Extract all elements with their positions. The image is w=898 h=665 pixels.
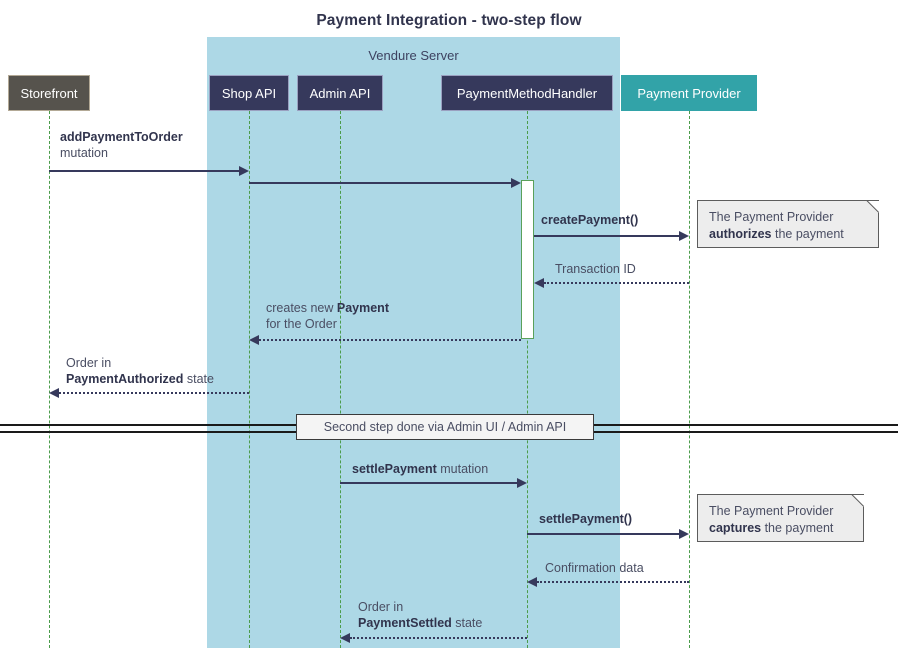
message-label-line2-plain: state [183,372,214,386]
message-arrow-creates-new-payment [259,339,521,341]
arrow-head-add-payment-to-order [239,166,249,176]
activation-bar-payment-method-handler [521,180,534,339]
arrow-head-settle-payment-call [679,529,689,539]
note-line-2: authorizes the payment [709,226,867,243]
message-label-plain: Transaction ID [555,262,636,276]
message-label-plain: mutation [436,462,489,476]
message-label-bold: createPayment() [541,213,639,227]
message-label-line1-plain: Order in [66,356,112,370]
note-line-1: The Payment Provider [709,210,834,224]
message-label-line2-bold: PaymentSettled [358,616,452,630]
group-label: Vendure Server [368,48,459,63]
message-arrow-shop-to-handler [249,182,511,184]
note-captures: The Payment Provider captures the paymen… [697,494,865,542]
message-label-settle-payment-call: settlePayment() [539,511,632,527]
group-box-vendure-server [207,37,620,648]
message-label-bold: settlePayment [352,462,437,476]
message-label-order-payment-settled: Order in PaymentSettled state [358,599,482,631]
note-line-2-bold: captures [709,521,762,535]
participant-label-payment-method-handler: PaymentMethodHandler [456,85,598,101]
participant-label-shop-api: Shop API [221,85,277,101]
participant-admin-api[interactable]: Admin API [297,75,383,111]
message-label-creates-new-payment: creates new Payment for the Order [266,300,389,332]
message-arrow-order-payment-authorized [59,392,249,394]
participant-label-payment-provider: Payment Provider [637,85,741,101]
message-arrow-transaction-id [544,282,689,284]
message-arrow-confirmation-data [537,581,689,583]
lifeline-payment-provider [689,111,690,648]
note-authorizes-body: The Payment Provider authorizes the paym… [697,200,879,248]
message-label-create-payment: createPayment() [541,212,638,228]
message-label-bold: addPaymentToOrder [60,130,183,144]
arrow-head-transaction-id [534,278,544,288]
arrow-head-create-payment [679,231,689,241]
message-label-plain: Confirmation data [545,561,644,575]
message-label-line2-bold: PaymentAuthorized [66,372,184,386]
note-authorizes: The Payment Provider authorizes the paym… [697,200,880,248]
message-label-line1-plain: Order in [358,600,404,614]
arrow-head-shop-to-handler [511,178,521,188]
page-title: Payment Integration - two-step flow [316,12,582,29]
message-label-line1-plain: creates new [266,301,337,315]
message-arrow-settle-payment-call [527,533,679,535]
lifeline-shop-api [249,111,250,648]
message-arrow-settle-payment-mutation [340,482,517,484]
message-label-bold: settlePayment() [539,512,633,526]
note-line-2-plain: the payment [771,227,844,241]
arrow-head-settle-payment-mutation [517,478,527,488]
arrow-head-confirmation-data [527,577,537,587]
note-captures-body: The Payment Provider captures the paymen… [697,494,864,542]
divider-label: Second step done via Admin UI / Admin AP… [296,414,594,440]
arrow-head-creates-new-payment [249,335,259,345]
message-label-confirmation-data: Confirmation data [545,560,644,576]
message-label-add-payment-to-order: addPaymentToOrder mutation [60,129,183,161]
message-label-line2-plain: for the Order [266,317,337,331]
participant-payment-method-handler[interactable]: PaymentMethodHandler [441,75,613,111]
message-arrow-add-payment-to-order [49,170,239,172]
message-label-line2-plain: state [451,616,483,630]
arrow-head-order-payment-authorized [49,388,59,398]
participant-label-admin-api: Admin API [309,85,371,101]
note-line-1: The Payment Provider [709,504,834,518]
note-line-2-plain: the payment [761,521,834,535]
participant-storefront[interactable]: Storefront [8,75,90,111]
note-line-2: captures the payment [709,520,852,537]
message-arrow-create-payment [534,235,679,237]
lifeline-payment-method-handler [527,111,528,648]
message-label-settle-payment-mutation: settlePayment mutation [352,461,488,477]
lifeline-admin-api [340,111,341,648]
message-label-order-payment-authorized: Order in PaymentAuthorized state [66,355,214,387]
arrow-head-order-payment-settled [340,633,350,643]
message-label-transaction-id: Transaction ID [555,261,636,277]
message-label-plain: mutation [60,146,108,160]
participant-payment-provider[interactable]: Payment Provider [621,75,757,111]
participant-shop-api[interactable]: Shop API [209,75,289,111]
message-arrow-order-payment-settled [350,637,527,639]
lifeline-storefront [49,111,50,648]
note-line-2-bold: authorizes [709,227,772,241]
message-label-line1-bold: Payment [336,301,389,315]
participant-label-storefront: Storefront [20,85,78,101]
